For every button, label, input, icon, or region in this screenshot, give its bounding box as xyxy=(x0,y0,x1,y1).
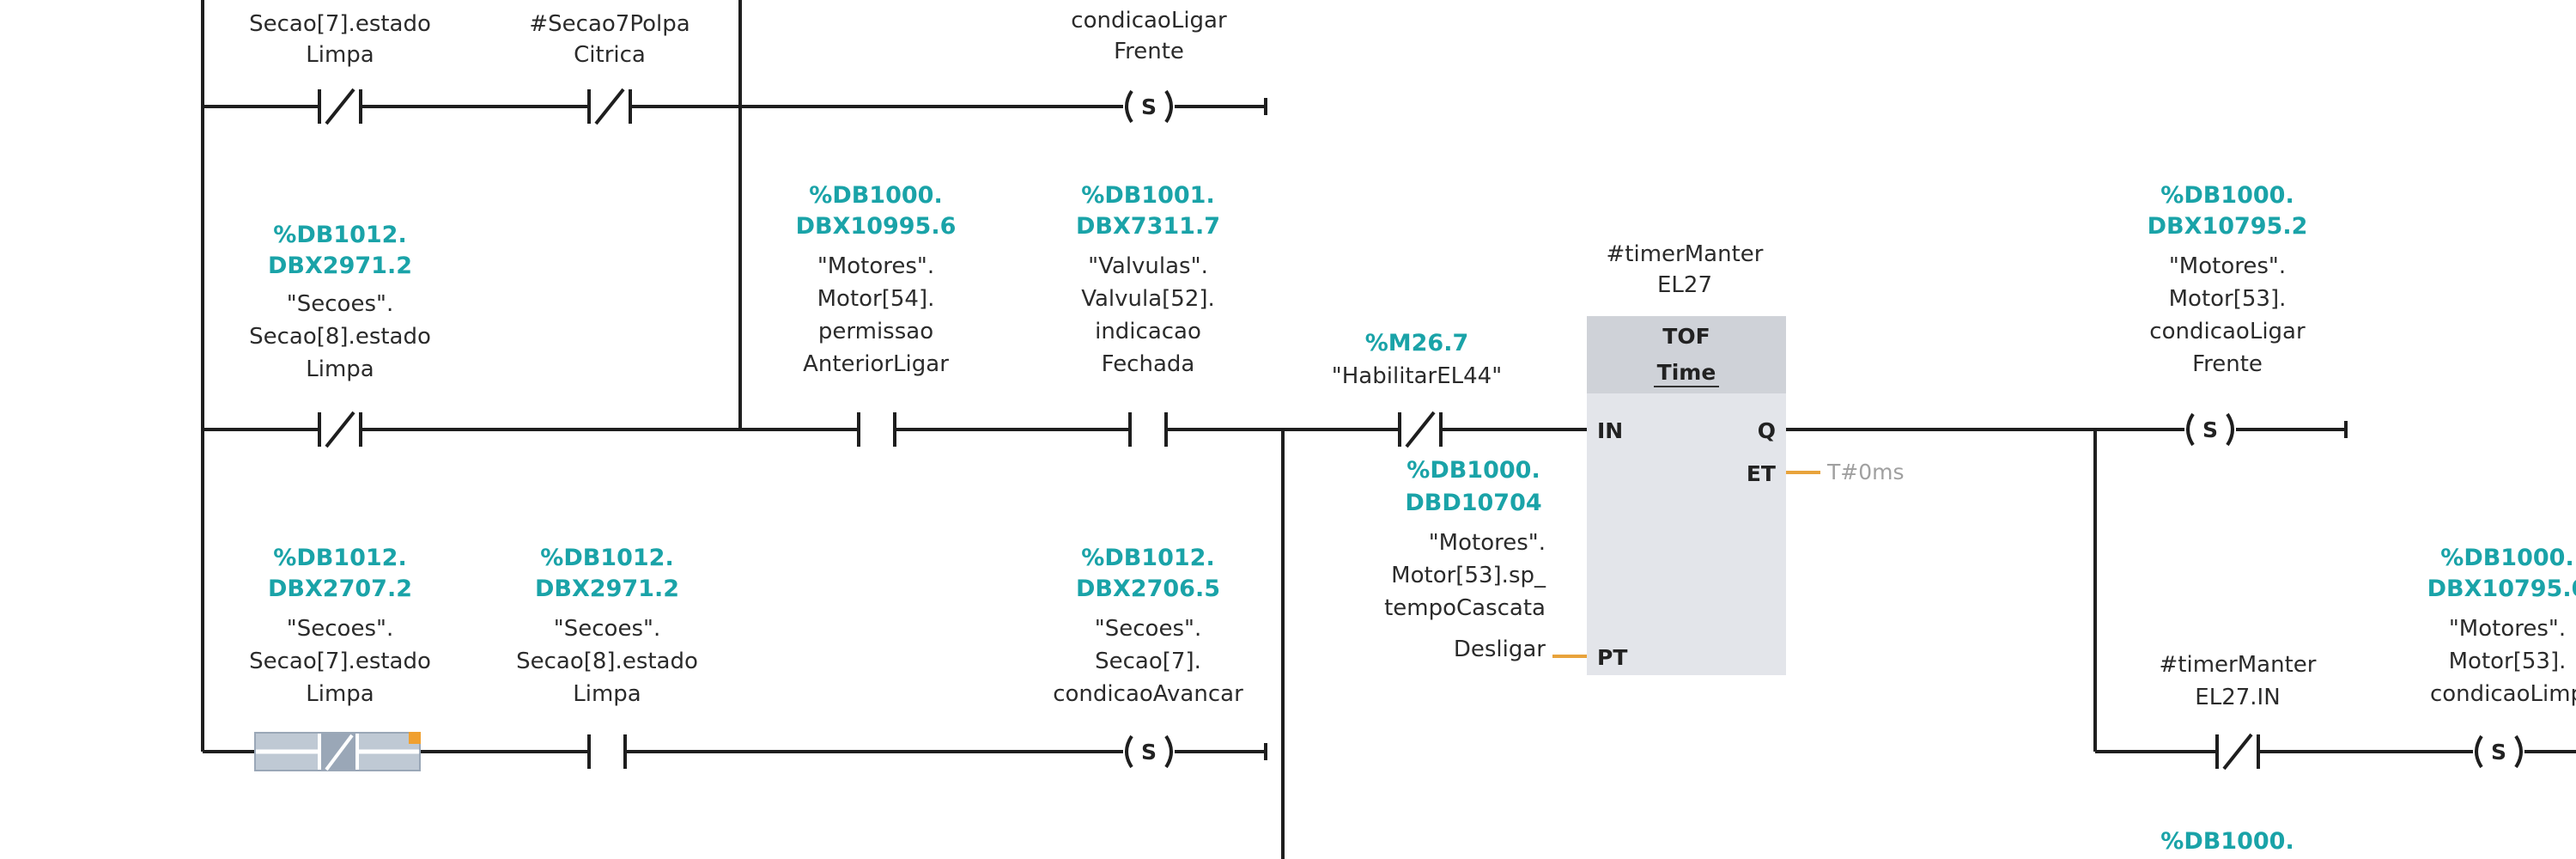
timer-pt-input[interactable]: %DB1000. DBD10704 "Motores". Motor[53].s… xyxy=(1384,457,1587,662)
row3-cr2-symbol: S xyxy=(2491,740,2506,765)
row3-coil-addr1: %DB1012. xyxy=(1081,545,1214,571)
timer-pin-et: ET xyxy=(1747,461,1776,486)
row1-c2-line2: Citrica xyxy=(574,42,646,68)
row2-c3-line2: Valvula[52]. xyxy=(1081,286,1215,312)
row2-c3-addr1: %DB1001. xyxy=(1081,182,1214,209)
timer-header xyxy=(1587,316,1786,393)
selection-marker xyxy=(409,732,421,744)
row3-c2-line1: "Secoes". xyxy=(554,616,660,642)
row3-c2-addr1: %DB1012. xyxy=(540,545,673,571)
row2-c1-addr1: %DB1012. xyxy=(273,222,406,248)
row2-coil-line4: Frente xyxy=(2192,351,2263,377)
timer-type: TOF xyxy=(1662,324,1710,349)
row3-cr-line1: #timerManter xyxy=(2160,652,2317,678)
row3-cr-line2: EL27.IN xyxy=(2195,685,2280,710)
row2-c1-line2: Secao[8].estado xyxy=(249,324,431,350)
row3-c2-addr2: DBX2971.2 xyxy=(535,576,679,602)
timer-pin-q: Q xyxy=(1758,418,1776,443)
timer-subtype: Time xyxy=(1657,360,1716,385)
timer-pt-addr1: %DB1000. xyxy=(1406,457,1540,484)
row3-coil-line2: Secao[7]. xyxy=(1095,649,1201,674)
row3-cr2-line1: "Motores". xyxy=(2449,616,2566,642)
timer-pin-in: IN xyxy=(1597,418,1623,443)
row1-coil-line2: Frente xyxy=(1114,39,1184,64)
row1-c1-line1: Secao[7].estado xyxy=(249,11,431,37)
row2-coil-addr1: %DB1000. xyxy=(2160,182,2293,209)
row3-cr2-addr2: DBX10795.0 xyxy=(2427,576,2576,602)
row3-coil-line3: condicaoAvancar xyxy=(1053,681,1243,707)
row2-c2-addr1: %DB1000. xyxy=(809,182,942,209)
timer-pin-pt: PT xyxy=(1597,645,1627,670)
row1-c2-line1: #Secao7Polpa xyxy=(529,11,690,37)
row3-coil-line1: "Secoes". xyxy=(1095,616,1201,642)
row2-c2-line1: "Motores". xyxy=(817,253,934,279)
timer-instance-line2: EL27 xyxy=(1657,272,1712,298)
row3-c2-line2: Secao[8].estado xyxy=(516,649,698,674)
row3-set-coil-condicao-avancar[interactable]: %DB1012. DBX2706.5 "Secoes". Secao[7]. c… xyxy=(1053,545,1243,769)
row2-c3-line1: "Valvulas". xyxy=(1088,253,1208,279)
row1-nc-contact-polpa-citrica[interactable]: #Secao7Polpa Citrica xyxy=(529,11,690,125)
row2-c2-line3: permissao xyxy=(818,319,933,344)
row3-no-contact-secao8-limpa[interactable]: %DB1012. DBX2971.2 "Secoes". Secao[8].es… xyxy=(516,545,698,769)
row3-c1-addr2: DBX2707.2 xyxy=(268,576,412,602)
row2-c3-line3: indicacao xyxy=(1095,319,1201,344)
timer-pt-line3: tempoCascata xyxy=(1384,595,1546,621)
timer-et-value: T#0ms xyxy=(1826,460,1905,484)
row2-c4-addr: %M26.7 xyxy=(1365,330,1469,356)
row3-c1-line2: Secao[7].estado xyxy=(249,649,431,674)
row3-cr2-line2: Motor[53]. xyxy=(2449,649,2567,674)
row3-set-coil-condicao-limp[interactable]: %DB1000. DBX10795.0 "Motores". Motor[53]… xyxy=(2427,545,2576,769)
row2-nc-contact-secao8-limpa[interactable]: %DB1012. DBX2971.2 "Secoes". Secao[8].es… xyxy=(249,222,431,448)
row3-cr2-addr1: %DB1000. xyxy=(2440,545,2573,571)
row4-addr: %DB1000. xyxy=(2160,828,2293,855)
row2-c2-line4: AnteriorLigar xyxy=(803,351,949,377)
row2-coil-symbol: S xyxy=(2202,417,2218,442)
timer-pt-addr2: DBD10704 xyxy=(1405,490,1541,516)
row2-c3-addr2: DBX7311.7 xyxy=(1076,213,1220,240)
row2-c1-addr2: DBX2971.2 xyxy=(268,253,412,279)
timer-pt-line2: Motor[53].sp_ xyxy=(1391,563,1546,588)
row2-coil-line2: Motor[53]. xyxy=(2169,286,2287,312)
row3-cr2-line3: condicaoLimp xyxy=(2430,681,2576,707)
row1-coil-line1: condicaoLigar xyxy=(1071,8,1227,34)
row2-c3-line4: Fechada xyxy=(1102,351,1195,377)
row2-c2-addr2: DBX10995.6 xyxy=(796,213,957,240)
row3-c1-addr1: %DB1012. xyxy=(273,545,406,571)
row3-c2-line3: Limpa xyxy=(573,681,641,707)
row2-no-contact-permissao[interactable]: %DB1000. DBX10995.6 "Motores". Motor[54]… xyxy=(796,182,957,447)
row3-c1-line1: "Secoes". xyxy=(287,616,393,642)
row2-c2-line2: Motor[54]. xyxy=(817,286,935,312)
wires xyxy=(201,0,2576,859)
timer-pt-line1: "Motores". xyxy=(1429,530,1546,556)
row1-nc-contact-secao7-limpa[interactable]: Secao[7].estado Limpa xyxy=(249,11,431,125)
row3-c1-line3: Limpa xyxy=(306,681,374,707)
timer-instance-line1: #timerManter xyxy=(1607,241,1764,267)
row2-no-contact-valvula-fechada[interactable]: %DB1001. DBX7311.7 "Valvulas". Valvula[5… xyxy=(1076,182,1220,447)
row3-nc-contact-timer-in[interactable]: #timerManter EL27.IN xyxy=(2160,652,2317,771)
timer-et-output: T#0ms xyxy=(1786,460,1905,484)
tof-timer-block[interactable]: #timerManter EL27 TOF Time IN PT Q ET xyxy=(1587,241,1786,675)
row3-coil-symbol: S xyxy=(1141,740,1157,765)
row2-c1-line1: "Secoes". xyxy=(287,291,393,317)
row2-coil-line3: condicaoLigar xyxy=(2149,319,2306,344)
row3-coil-addr2: DBX2706.5 xyxy=(1076,576,1220,602)
row1-coil-symbol: S xyxy=(1141,94,1157,119)
row2-nc-contact-habilitar[interactable]: %M26.7 "HabilitarEL44" xyxy=(1332,330,1502,448)
row3-nc-contact-secao7-selected[interactable]: %DB1012. DBX2707.2 "Secoes". Secao[7].es… xyxy=(249,545,431,771)
row2-set-coil-ligar-frente[interactable]: %DB1000. DBX10795.2 "Motores". Motor[53]… xyxy=(2148,182,2308,447)
timer-pt-line4: Desligar xyxy=(1454,637,1546,662)
row2-c1-line3: Limpa xyxy=(306,356,374,382)
row2-c4-line1: "HabilitarEL44" xyxy=(1332,363,1502,389)
row2-coil-addr2: DBX10795.2 xyxy=(2148,213,2308,240)
row1-c1-line2: Limpa xyxy=(306,42,374,68)
row1-set-coil[interactable]: condicaoLigar Frente S xyxy=(1071,8,1227,124)
row2-coil-line1: "Motores". xyxy=(2169,253,2286,279)
